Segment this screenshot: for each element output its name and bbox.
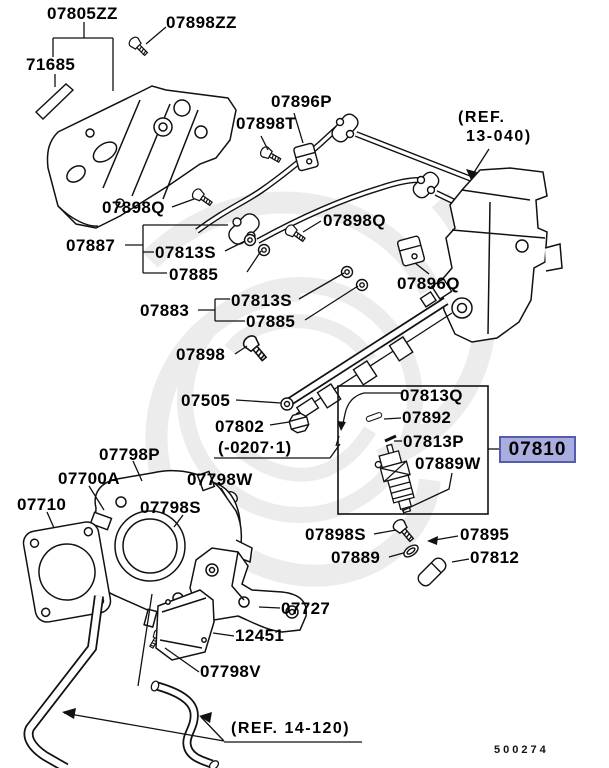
part-label-07727: 07727 — [281, 599, 331, 618]
part-label-07895: 07895 — [460, 525, 510, 544]
part-label-07505: 07505 — [181, 391, 231, 410]
document-number: 500274 — [494, 744, 549, 756]
part-label-07813q: 07813Q — [400, 386, 463, 405]
part-label-07889w: 07889W — [415, 454, 481, 473]
part-label-07812: 07812 — [470, 548, 520, 567]
part-label-07798v: 07798V — [200, 662, 262, 681]
pipe-clamp-icons — [293, 142, 426, 267]
pipe-joint-drawing — [228, 113, 440, 245]
part-label-07805zz: 07805ZZ — [47, 4, 118, 23]
part-label-07883: 07883 — [140, 301, 190, 320]
ref-engine-label-line1: (REF. — [458, 109, 506, 126]
part-label-07885-2: 07885 — [246, 312, 296, 331]
part-label-07898q-2: 07898Q — [323, 211, 386, 230]
selected-part-label[interactable]: 07810 — [499, 436, 576, 463]
part-label-07896q: 07896Q — [397, 274, 460, 293]
part-label-07802: 07802 — [215, 417, 265, 436]
part-label-07887: 07887 — [66, 236, 116, 255]
small-part-icons — [403, 544, 447, 587]
part-label-07813p: 07813P — [403, 432, 465, 451]
part-label-07892: 07892 — [402, 408, 452, 427]
fuel-pipe-drawing — [195, 121, 494, 244]
injector-inset-box — [337, 385, 489, 515]
gasket-strip-drawing — [34, 83, 75, 120]
part-label-07898t: 07898T — [236, 114, 297, 133]
injector-seal-icons — [365, 412, 397, 443]
arrowheads — [62, 169, 477, 723]
part-label-07710: 07710 — [17, 495, 67, 514]
part-label-07798p: 07798P — [99, 445, 161, 464]
part-label-07898s: 07898S — [305, 525, 367, 544]
cap-07802-icon — [288, 412, 310, 434]
ref-engine-label-line2: 13-040) — [466, 128, 532, 145]
part-label-07898zz: 07898ZZ — [166, 13, 237, 32]
part-label-07898: 07898 — [176, 345, 226, 364]
part-label-07889: 07889 — [331, 548, 381, 567]
part-label-12451: 12451 — [235, 626, 285, 645]
fuel-injector-drawing — [374, 443, 415, 514]
part-label-07898q-1: 07898Q — [102, 198, 165, 217]
leader-lines — [46, 22, 499, 743]
part-label-07700a: 07700A — [58, 469, 120, 488]
part-label-07802-range: (-0207·1) — [218, 438, 292, 457]
washer-icons — [243, 233, 369, 292]
hose-drawing — [23, 595, 220, 768]
mount-bracket-drawing — [189, 547, 308, 633]
part-label-07896p: 07896P — [271, 92, 333, 111]
part-label-07798s: 07798S — [140, 498, 202, 517]
fuel-rail-drawing — [280, 277, 453, 419]
part-label-07798w: 07798W — [187, 470, 253, 489]
part-label-71685: 71685 — [26, 55, 76, 74]
part-label-07885-1: 07885 — [169, 265, 219, 284]
heat-shield-drawing — [155, 589, 215, 661]
ref-hose-label: (REF. 14-120) — [231, 720, 351, 737]
valve-cover-drawing — [46, 85, 237, 229]
part-label-07813s-1: 07813S — [155, 243, 217, 262]
oring-07889-icon — [403, 544, 419, 558]
part-label-07813s-2: 07813S — [231, 291, 293, 310]
engine-bracket-drawing — [439, 167, 563, 343]
cap-07812-icon — [417, 557, 447, 587]
